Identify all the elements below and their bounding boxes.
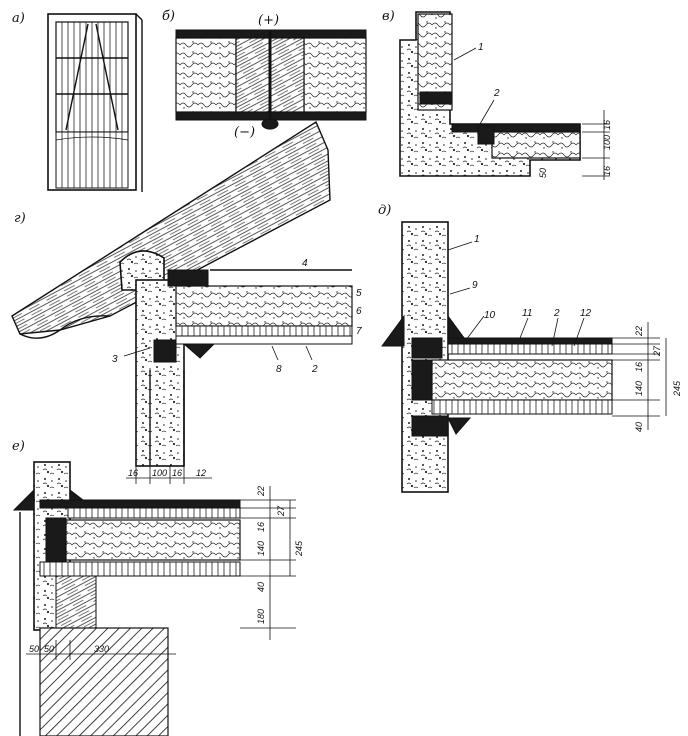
- dim-v-16b: 16: [602, 166, 612, 176]
- dim-e-40: 40: [256, 582, 266, 592]
- dim-e-16: 16: [256, 522, 266, 532]
- callout-g-3: 3: [112, 354, 118, 365]
- panel-v-label: в): [382, 9, 395, 24]
- dim-d-16: 16: [634, 362, 644, 372]
- minus-mark: (−): [234, 125, 255, 140]
- callout-d-10: 10: [484, 310, 496, 321]
- dim-d-245: 245: [672, 380, 682, 397]
- callout-g-8: 8: [276, 364, 282, 375]
- callout-d-12: 12: [580, 308, 592, 319]
- callout-d-1: 1: [474, 234, 480, 245]
- dim-v-100: 100: [602, 135, 612, 150]
- dim-g-16b: 16: [172, 468, 182, 478]
- dim-e-245: 245: [294, 540, 304, 557]
- panel-d: д) 1 9 10 11 2 12 22 27 16 140: [378, 203, 682, 493]
- panel-v: в) 1 2 16 100 16 50: [382, 9, 612, 180]
- dim-v-16a: 16: [602, 120, 612, 130]
- callout-d-2: 2: [553, 308, 560, 319]
- callout-g-7: 7: [356, 326, 362, 337]
- panel-g: г) 4 5 6 7 3 8 2 16 100 16 12: [11, 120, 362, 484]
- dim-e-330: 330: [94, 644, 109, 654]
- dim-e-22: 22: [256, 486, 266, 497]
- dim-e-140: 140: [256, 541, 266, 556]
- dim-e-50b: 50: [44, 644, 54, 654]
- panel-a: а): [12, 11, 143, 192]
- dim-g-100: 100: [152, 468, 167, 478]
- callout-d-11: 11: [522, 308, 532, 319]
- dim-d-40: 40: [634, 422, 644, 432]
- panel-d-label: д): [378, 203, 391, 218]
- panel-g-label: г): [14, 211, 26, 226]
- panel-b-label: б): [162, 9, 175, 24]
- panel-a-label: а): [12, 11, 25, 26]
- dim-e-27: 27: [276, 505, 286, 517]
- panel-b: б) (+) (−): [162, 9, 367, 140]
- callout-g-6: 6: [356, 306, 362, 317]
- callout-g-2: 2: [311, 364, 318, 375]
- dim-g-16a: 16: [128, 468, 138, 478]
- dim-g-12: 12: [196, 468, 206, 478]
- dim-e-50a: 50: [29, 644, 39, 654]
- panel-e-label: е): [12, 439, 25, 454]
- dim-d-22: 22: [634, 326, 644, 337]
- callout-g-5: 5: [356, 288, 362, 299]
- callout-d-9: 9: [472, 280, 478, 291]
- plus-mark: (+): [258, 13, 279, 28]
- dim-d-140: 140: [634, 381, 644, 396]
- callout-v-1: 1: [478, 42, 484, 53]
- dim-d-27: 27: [652, 345, 662, 357]
- dim-e-180: 180: [256, 609, 266, 624]
- dim-v-50: 50: [538, 168, 548, 178]
- callout-g-4: 4: [302, 258, 308, 269]
- callout-v-2: 2: [493, 88, 500, 99]
- panel-e: е) 22 27 16 140 245 40 180 50 50 330: [12, 439, 304, 736]
